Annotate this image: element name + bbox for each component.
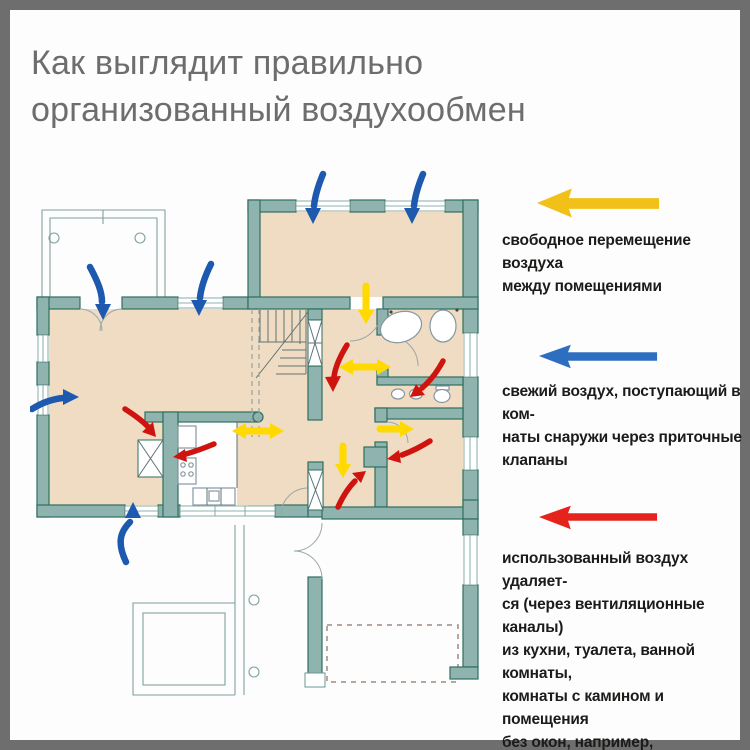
floor-plan	[30, 170, 479, 696]
vent-shaft	[307, 319, 323, 367]
bathtub	[379, 310, 423, 344]
porch	[132, 525, 260, 696]
garage	[326, 624, 459, 683]
stairs	[251, 309, 309, 437]
free-air-arrows	[232, 282, 414, 478]
free-air-arrow-icon	[536, 188, 660, 218]
shower	[429, 308, 459, 343]
legend-text-exhaust-air: использованный воздух удаляет- ся (через…	[502, 550, 705, 750]
legend-text-free-air: свободное перемещение воздуха между поме…	[502, 232, 691, 295]
infographic-canvas: Как выглядит правильно организованный во…	[10, 10, 742, 750]
legend-item-free-air: свободное перемещение воздуха между поме…	[502, 186, 744, 298]
doors	[79, 308, 419, 580]
exhaust-air-arrows	[122, 342, 446, 510]
terrace	[41, 209, 166, 297]
kitchen-fixtures	[177, 422, 238, 506]
fresh-air-arrows	[30, 170, 427, 566]
legend-item-fresh-air: свежий воздух, поступающий в ком- наты с…	[502, 341, 744, 472]
fixtures	[137, 308, 459, 511]
legend-text-fresh-air: свежий воздух, поступающий в ком- наты с…	[502, 383, 742, 469]
fireplace	[137, 439, 164, 478]
legend-item-exhaust-air: использованный воздух удаляет- ся (через…	[502, 502, 744, 750]
fresh-air-arrow-icon	[538, 344, 658, 369]
page-title: Как выглядит правильно организованный во…	[31, 44, 526, 129]
vent-shaft	[307, 469, 324, 511]
exhaust-air-arrow-icon	[538, 505, 658, 530]
